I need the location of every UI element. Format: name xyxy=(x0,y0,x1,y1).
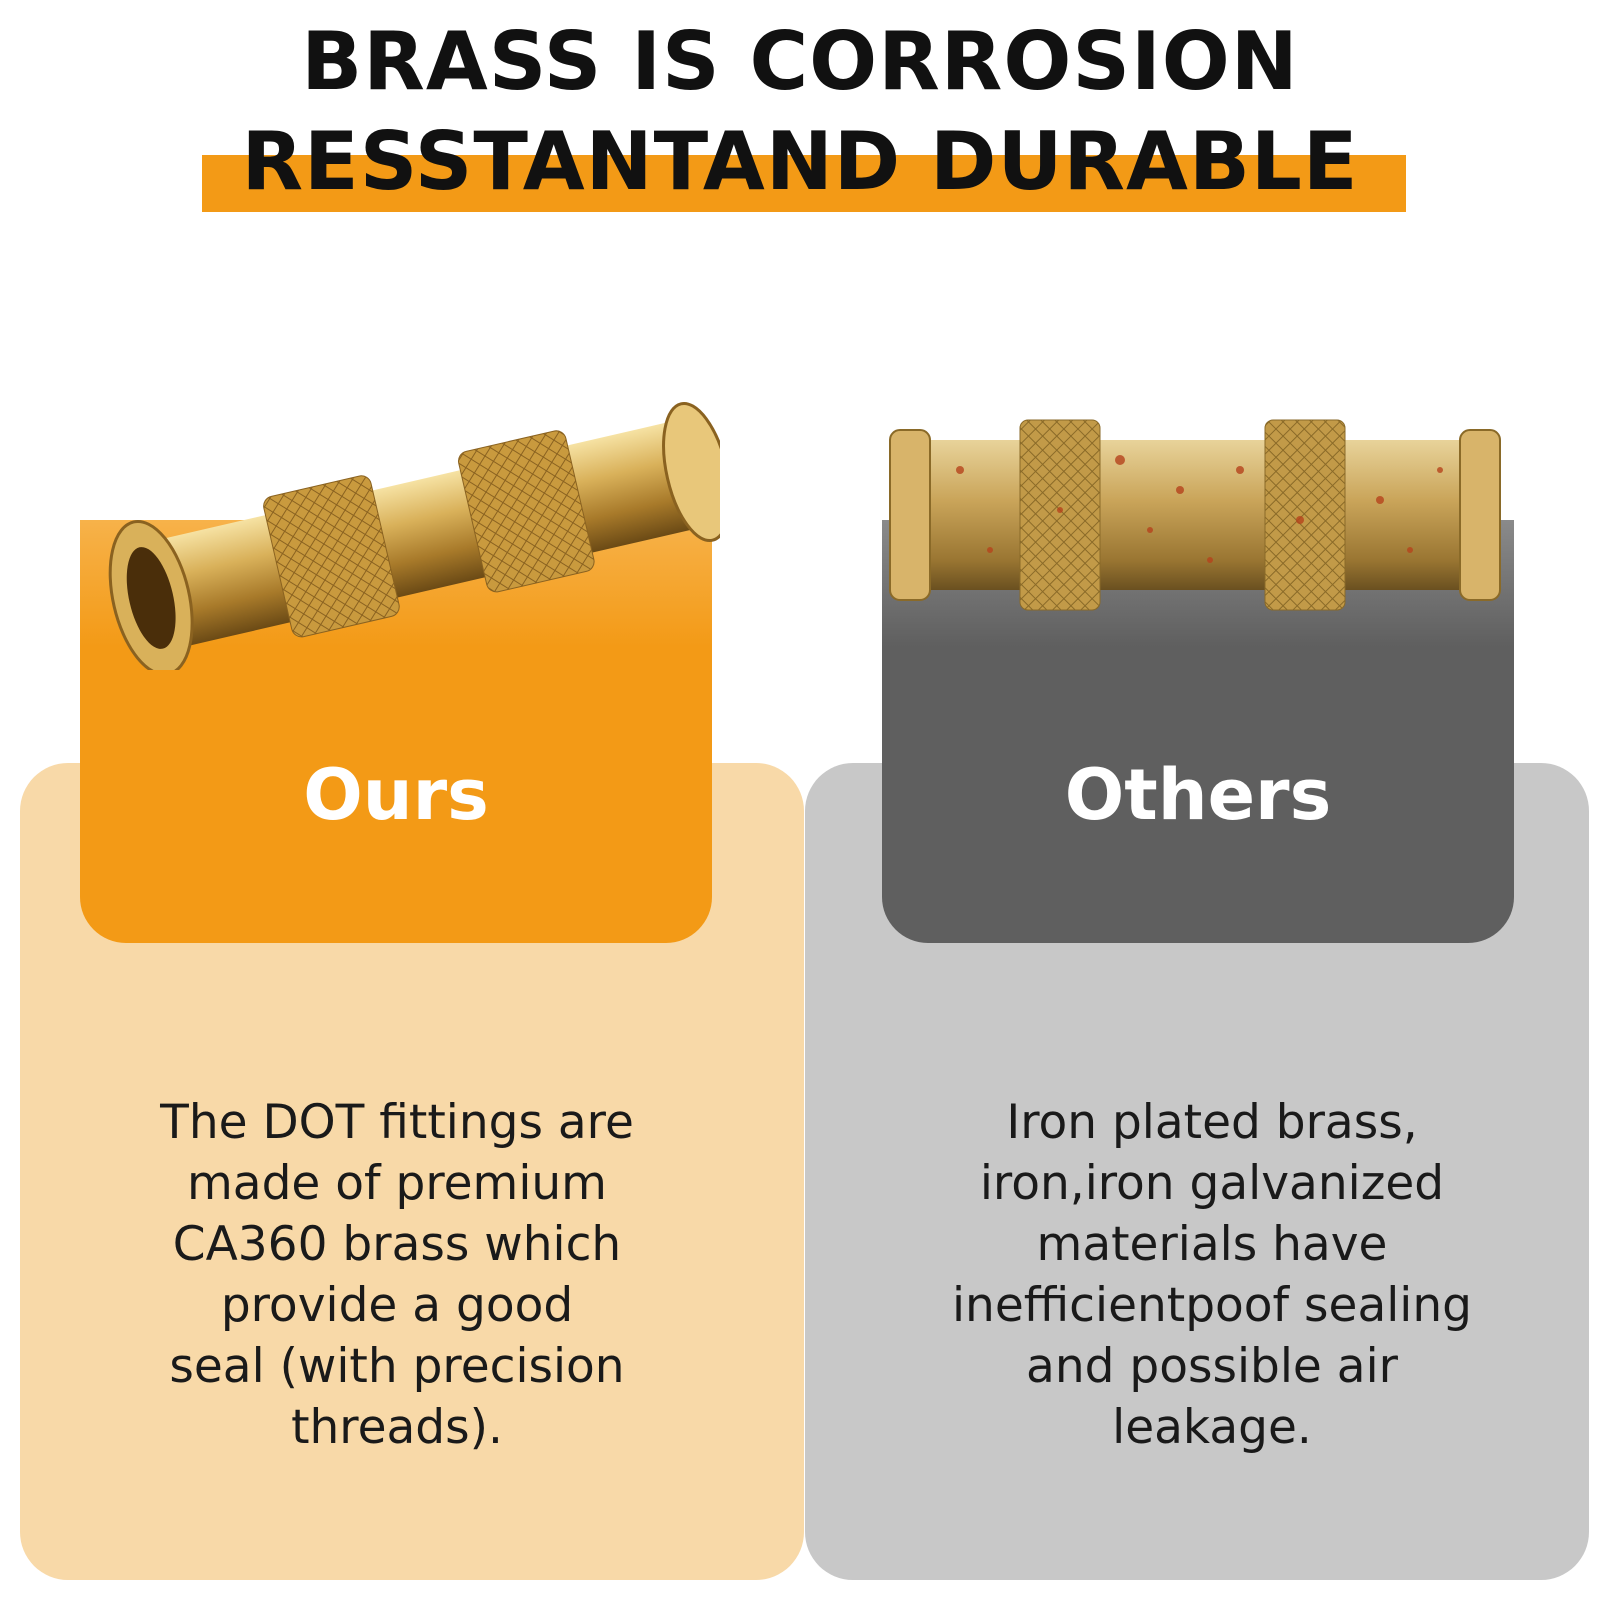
page-header: BRASS IS CORROSION RESSTANTAND DURABLE xyxy=(0,0,1600,230)
page-title-line-2: RESSTANTAND DURABLE xyxy=(241,115,1359,208)
ours-description-line: made of premium xyxy=(187,1156,607,1211)
ours-label: Ours xyxy=(303,754,489,836)
others-description-line: materials have xyxy=(1036,1217,1388,1272)
others-label-box: Others xyxy=(882,520,1514,943)
others-description-line: inefficientpoof sealing xyxy=(951,1278,1472,1333)
others-description: Iron plated brass, iron,iron galvanized … xyxy=(922,1092,1502,1458)
others-label: Others xyxy=(1064,754,1332,836)
title-highlight-bar xyxy=(202,155,1406,212)
others-description-line: and possible air xyxy=(1026,1339,1398,1394)
page-title-line-1: BRASS IS CORROSION xyxy=(301,15,1299,108)
brass-fitting-rusty-icon xyxy=(889,419,1501,611)
others-description-line: Iron plated brass, xyxy=(1006,1095,1418,1150)
ours-description-line: CA360 brass which xyxy=(172,1217,622,1272)
ours-description: The DOT fittings are made of premium CA3… xyxy=(117,1092,677,1458)
others-description-line: iron,iron galvanized xyxy=(979,1156,1445,1211)
ours-description-line: The DOT fittings are xyxy=(160,1095,634,1150)
ours-description-line: threads). xyxy=(291,1400,503,1455)
others-description-line: leakage. xyxy=(1112,1400,1312,1455)
ours-description-line: seal (with precision xyxy=(169,1339,625,1394)
brass-fitting-clean-icon xyxy=(108,401,720,670)
ours-description-line: provide a good xyxy=(220,1278,574,1333)
